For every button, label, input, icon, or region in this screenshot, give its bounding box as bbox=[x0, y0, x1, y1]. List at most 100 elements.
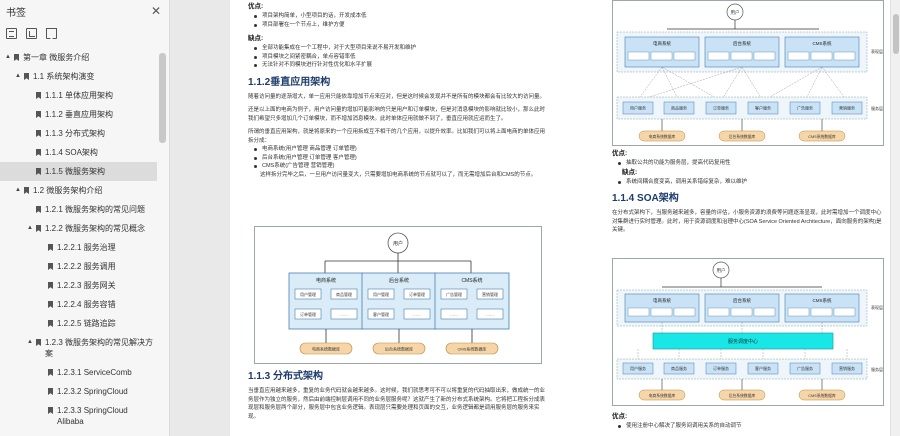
list-item: 项目架构简单，小型项目的话，开发成本低 bbox=[248, 12, 548, 21]
bookmark-item[interactable]: 1.2.2.4 服务容错 bbox=[0, 295, 157, 314]
bookmark-item[interactable]: 1.1.1 单体应用架构 bbox=[0, 86, 157, 105]
system-box: 后台系统 用户管理 订单管理 客户管理 …… bbox=[361, 272, 437, 330]
expand-all-icon[interactable] bbox=[6, 27, 17, 39]
svg-text:CMS系统数据库: CMS系统数据库 bbox=[808, 393, 836, 398]
svg-text:电商系统: 电商系统 bbox=[316, 277, 336, 284]
page-scroll-thumb[interactable] bbox=[893, 14, 899, 54]
heading-soa-architecture: 1.1.4 SOA架构 bbox=[612, 193, 679, 204]
svg-text:……: …… bbox=[450, 312, 458, 317]
svg-text:订单服务: 订单服务 bbox=[713, 365, 729, 371]
paragraph: 这样拆分完毕之后，一旦用户访问量变大，只需要增加电商系统的节点就可以了，而无需增… bbox=[260, 171, 537, 178]
spacer bbox=[38, 367, 46, 378]
collapse-caret-icon[interactable]: ▲ bbox=[15, 73, 21, 79]
database-node bbox=[372, 342, 426, 355]
bookmark-item[interactable]: 1.2.3.3 SpringCloud Alibaba bbox=[0, 401, 157, 431]
svg-text:营销服务: 营销服务 bbox=[839, 105, 855, 111]
collapse-caret-icon[interactable]: ▲ bbox=[27, 225, 33, 231]
bookmark-icon bbox=[48, 301, 53, 308]
bookmark-item[interactable]: ▲1.2 微服务架构介绍 bbox=[0, 181, 157, 200]
svg-text:后台系统数据库: 后台系统数据库 bbox=[729, 393, 756, 398]
bookmark-item[interactable]: 1.2.2.1 服务治理 bbox=[0, 238, 157, 257]
page-scrollbar[interactable] bbox=[890, 0, 900, 436]
paragraph: 随着访问量的逐渐增大，单一应用只能依靠增加节点来应对，但是这时候会发现并不是所有… bbox=[248, 93, 546, 100]
bookmark-label: 第一章 微服务介绍 bbox=[23, 53, 90, 62]
svg-text:CMS系统数据库: CMS系统数据库 bbox=[458, 346, 487, 352]
bookmark-item[interactable]: 1.1.3 分布式架构 bbox=[0, 124, 157, 143]
bookmark-label: 1.2.2.5 链路追踪 bbox=[57, 319, 116, 328]
spacer bbox=[38, 318, 46, 329]
bookmark-item[interactable]: 1.1.4 SOA架构 bbox=[0, 143, 157, 162]
bookmark-icon bbox=[24, 73, 29, 80]
bookmark-item[interactable]: ▲ 第一章 微服务介绍 bbox=[0, 48, 157, 67]
spacer bbox=[38, 405, 46, 416]
collapse-caret-icon[interactable]: ▲ bbox=[15, 187, 21, 193]
bookmark-item[interactable]: 1.2.2.2 服务调用 bbox=[0, 257, 157, 276]
paragraph: 当垂直应用越来越多，重复的业务代码就会越来越多。这时候，我们就思考可不可以将重复… bbox=[248, 388, 546, 420]
bookmark-item[interactable]: ▲ 1.2.2 微服务架构的常见概念 bbox=[0, 219, 157, 238]
bookmark-label: 1.2.2.4 服务容错 bbox=[57, 300, 116, 309]
list-item: 系统间耦合度变高，调用关系错综复杂，难以维护 bbox=[612, 178, 884, 187]
collapse-all-icon[interactable] bbox=[26, 27, 37, 39]
bookmark-item[interactable]: ▲1.2.3 微服务架构的常见解决方案 bbox=[0, 333, 157, 363]
svg-text:营销服务: 营销服务 bbox=[839, 365, 855, 371]
spacer bbox=[26, 128, 34, 139]
bookmark-item[interactable]: 1.1.2 垂直应用架构 bbox=[0, 105, 157, 124]
bookmark-label: 1.1.4 SOA架构 bbox=[45, 148, 98, 157]
svg-text:后台系统: 后台系统 bbox=[733, 40, 751, 47]
vertical-architecture-diagram: 用户 电商系统 用户管理 商品管理 订单管理 …… 后台系统 bbox=[254, 226, 542, 364]
distributed-architecture-diagram: 用户 表现层 电商系统 后台系统 CMS系统 bbox=[612, 0, 884, 146]
bookmark-label: 1.2.2.3 服务网关 bbox=[57, 281, 116, 290]
spacer bbox=[38, 386, 46, 397]
bookmark-item[interactable]: 1.1.5 微服务架构 bbox=[0, 162, 157, 181]
svg-text:用户: 用户 bbox=[717, 267, 726, 274]
bookmark-item[interactable]: ▶1.3 SpringCloud Alibaba介绍 bbox=[0, 431, 157, 436]
bookmark-label: 1.2.2.2 服务调用 bbox=[57, 262, 116, 271]
bookmark-label: 1.2.2 微服务架构的常见概念 bbox=[45, 224, 146, 233]
sidebar-scrollbar[interactable] bbox=[159, 50, 167, 380]
collapse-caret-icon[interactable]: ▲ bbox=[5, 54, 11, 60]
bookmark-item[interactable]: 1.2.2.3 服务网关 bbox=[0, 276, 157, 295]
spacer bbox=[38, 261, 46, 272]
sidebar-scroll-thumb[interactable] bbox=[159, 53, 166, 143]
bookmark-icon bbox=[24, 187, 29, 194]
bookmark-item[interactable]: 1.2.3.2 SpringCloud bbox=[0, 382, 157, 401]
bookmark-icon bbox=[36, 149, 41, 156]
cons-label: 缺点: bbox=[622, 168, 638, 176]
svg-text:客户服务: 客户服务 bbox=[755, 365, 771, 371]
bookmark-add-icon[interactable] bbox=[46, 27, 57, 39]
bookmark-icon bbox=[48, 407, 53, 414]
bookmark-label: 1.2.3.1 ServiceComb bbox=[57, 368, 132, 377]
bookmark-icon bbox=[14, 54, 19, 61]
cons-label: 缺点: bbox=[248, 35, 264, 42]
spacer bbox=[38, 299, 46, 310]
paragraph: 所谓的垂直应用架构，就是将原来的一个应用拆成互不相干的几个应用，以提升效率。比如… bbox=[248, 129, 546, 144]
bookmark-label: 1.2.3.3 SpringCloud Alibaba bbox=[57, 406, 128, 426]
bookmark-item[interactable]: 1.2.2.5 链路追踪 bbox=[0, 314, 157, 333]
heading-vertical-architecture: 1.1.2垂直应用架构 bbox=[248, 76, 331, 88]
svg-text:电商系统数据库: 电商系统数据库 bbox=[312, 346, 340, 352]
svg-text:广告服务: 广告服务 bbox=[797, 365, 813, 371]
bookmark-icon bbox=[48, 320, 53, 327]
bookmark-label: 1.1 系统架构演变 bbox=[33, 72, 95, 81]
svg-text:后台系统: 后台系统 bbox=[733, 297, 751, 304]
close-icon[interactable]: ✕ bbox=[150, 4, 161, 18]
bookmark-icon bbox=[36, 225, 41, 232]
bookmark-item[interactable]: 1.2.3.1 ServiceComb bbox=[0, 363, 157, 382]
svg-text:CMS系统: CMS系统 bbox=[461, 277, 482, 284]
bookmark-icon bbox=[36, 111, 41, 118]
list-item: 无法针对不同模块进行针对性优化和水平扩展 bbox=[248, 61, 548, 70]
pros-label: 优点: bbox=[248, 3, 264, 10]
svg-text:表现层: 表现层 bbox=[871, 304, 883, 310]
bookmark-icon bbox=[48, 388, 53, 395]
collapse-caret-icon[interactable]: ▲ bbox=[27, 339, 33, 345]
bookmark-label: 1.1.2 垂直应用架构 bbox=[45, 110, 114, 119]
svg-text:广告服务: 广告服务 bbox=[797, 105, 813, 111]
bookmark-icon bbox=[36, 92, 41, 99]
bookmark-item[interactable]: 1.2.1 微服务架构的常见问题 bbox=[0, 200, 157, 219]
svg-text:后台系统数据库: 后台系统数据库 bbox=[385, 346, 413, 352]
page-left-column: 优点: 项目架构简单，小型项目的话，开发成本低 项目部署在一个节点上，维护方便 … bbox=[248, 0, 548, 179]
bookmark-item[interactable]: ▲ 1.1 系统架构演变 bbox=[0, 67, 157, 86]
list-item: 项目模块之间紧密耦合，单点容错率低 bbox=[248, 53, 548, 62]
svg-text:……: …… bbox=[340, 312, 348, 317]
